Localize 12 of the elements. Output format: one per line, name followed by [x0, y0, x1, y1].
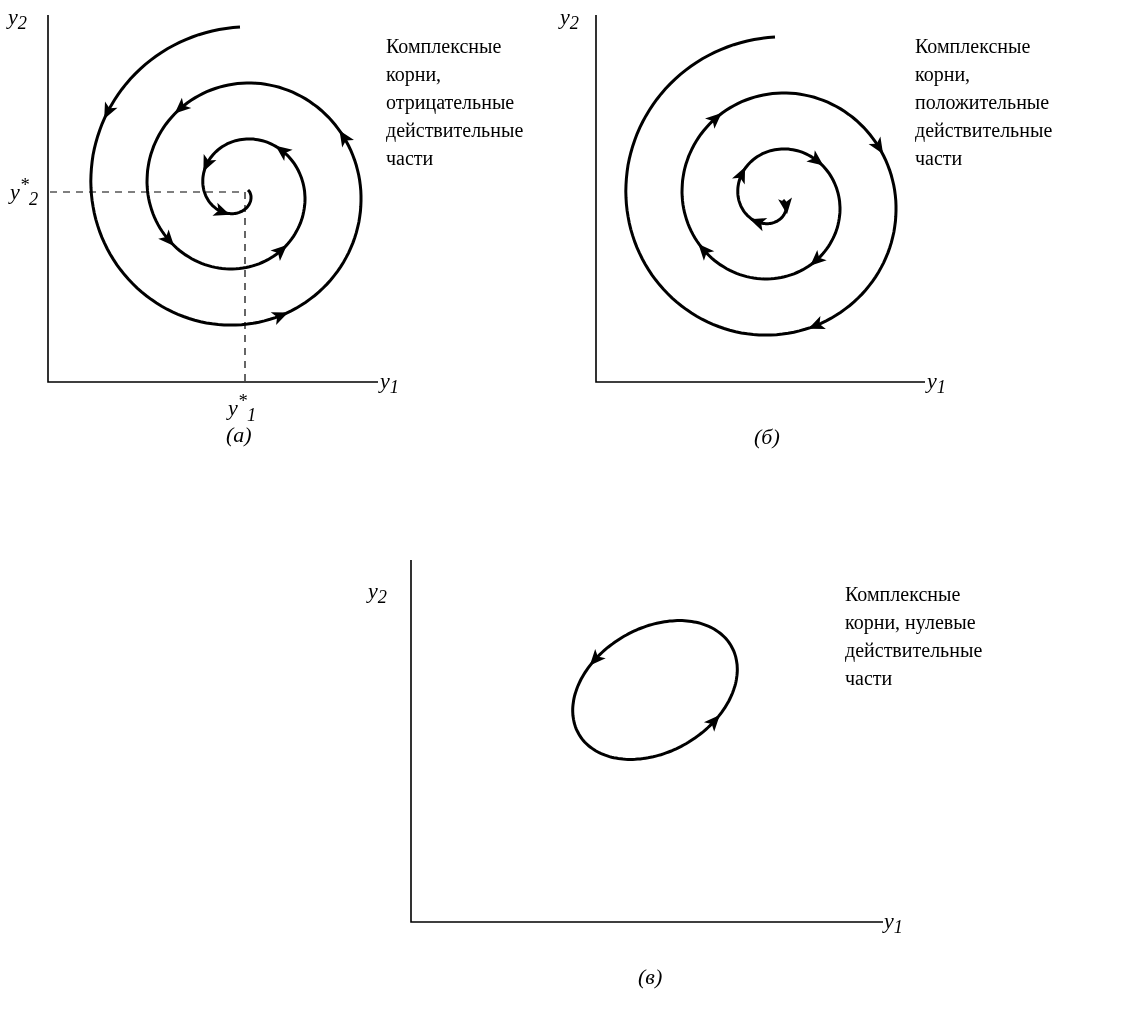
- annotation: Комплексные корни, положительные действительные части: [915, 34, 1054, 171]
- axis-label: y$_{2}$: [8, 6, 27, 33]
- panel-label: (в): [638, 966, 663, 988]
- annotation: Комплексные корни, отрицательные действительные части: [386, 34, 525, 171]
- panel-label: (б): [754, 426, 780, 448]
- axis-label: y$_{2}$: [560, 6, 579, 33]
- axis-label: y$_{1}$: [927, 370, 946, 397]
- axis-label: y$_{1}$: [380, 370, 399, 397]
- panel-label: (a): [226, 424, 252, 446]
- axis-label: y$_{2}$: [368, 580, 387, 607]
- axis-label: y$_{1}$: [884, 910, 903, 937]
- annotation: Комплексные корни, нулевые действительные части: [845, 582, 984, 691]
